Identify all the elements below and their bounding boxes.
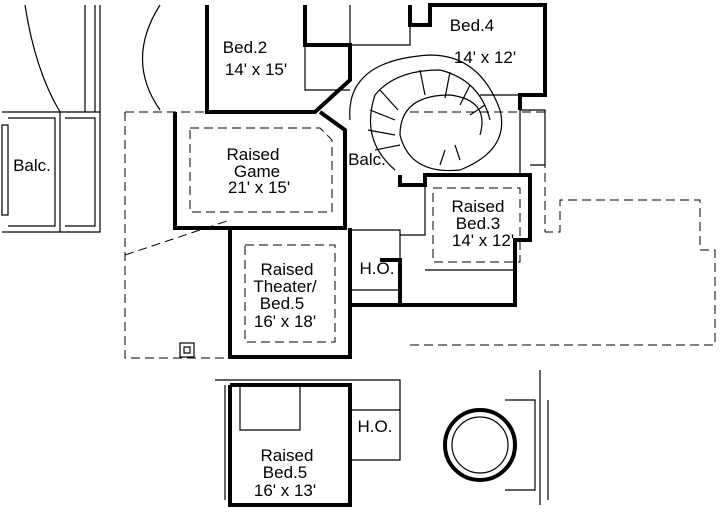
room-ho-upper: H.O. [360, 259, 395, 278]
alternate-bed5-plan [215, 370, 549, 507]
room-game-line2: Game [234, 162, 280, 181]
room-bed4-size: 14' x 12' [454, 48, 516, 67]
room-theater-line2: Theater/ [253, 277, 317, 296]
room-bed5-alt-line2: Bed.5 [263, 463, 307, 482]
room-theater-size: 16' x 18' [254, 312, 316, 331]
raised-ceilings [189, 127, 521, 343]
column-marker [179, 342, 195, 358]
room-bed3-line1: Raised [452, 197, 505, 216]
room-bed4-name: Bed.4 [450, 16, 494, 35]
room-game-size: 21' x 15' [228, 178, 290, 197]
room-balcony-center: Balc. [348, 150, 386, 169]
room-game-line1: Raised [227, 145, 280, 164]
room-theater-line3: Bed.5 [260, 294, 304, 313]
room-bed5-alt-size: 16' x 13' [254, 481, 316, 500]
balcony-left [1, 111, 101, 233]
room-bed5-alt-line1: Raised [261, 446, 314, 465]
room-bed2-size: 14' x 15' [225, 60, 287, 79]
room-theater-line1: Raised [261, 260, 314, 279]
walls [173, 3, 547, 359]
room-ho-lower: H.O. [358, 417, 393, 436]
room-bed3-size: 14' x 12' [452, 231, 514, 250]
room-bed2-name: Bed.2 [223, 38, 267, 57]
room-bed3-line2: Bed.3 [456, 214, 500, 233]
room-balcony-left: Balc. [13, 156, 51, 175]
spiral-staircase [349, 54, 503, 172]
